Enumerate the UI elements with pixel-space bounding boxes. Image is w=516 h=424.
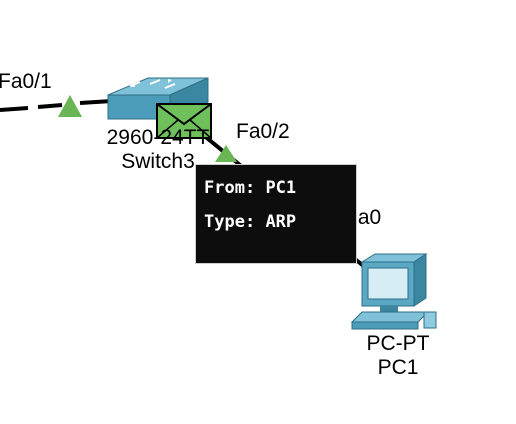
- pc-icon[interactable]: [350, 253, 437, 330]
- switch-name-label: Switch3: [121, 150, 195, 173]
- tooltip-type-label: Type:: [204, 212, 256, 232]
- pdu-tooltip: From: PC1 Type: ARP: [195, 164, 357, 264]
- tooltip-from-value: PC1: [265, 178, 297, 198]
- pc-model-label: PC-PT: [366, 332, 430, 355]
- tooltip-type-value: ARP: [265, 212, 297, 232]
- link-status-fa0-1: [58, 95, 82, 117]
- tooltip-from-label: From:: [204, 178, 256, 198]
- envelope-icon[interactable]: [156, 103, 212, 139]
- link-status-fa0-2: [215, 145, 237, 162]
- switch-model-label: 2960-24TT: [106, 126, 210, 149]
- port-label-fa0-1: Fa0/1: [0, 70, 52, 93]
- link-left[interactable]: [0, 99, 113, 112]
- pc-name-label: PC1: [377, 356, 419, 379]
- port-label-fa0-2: Fa0/2: [236, 120, 290, 143]
